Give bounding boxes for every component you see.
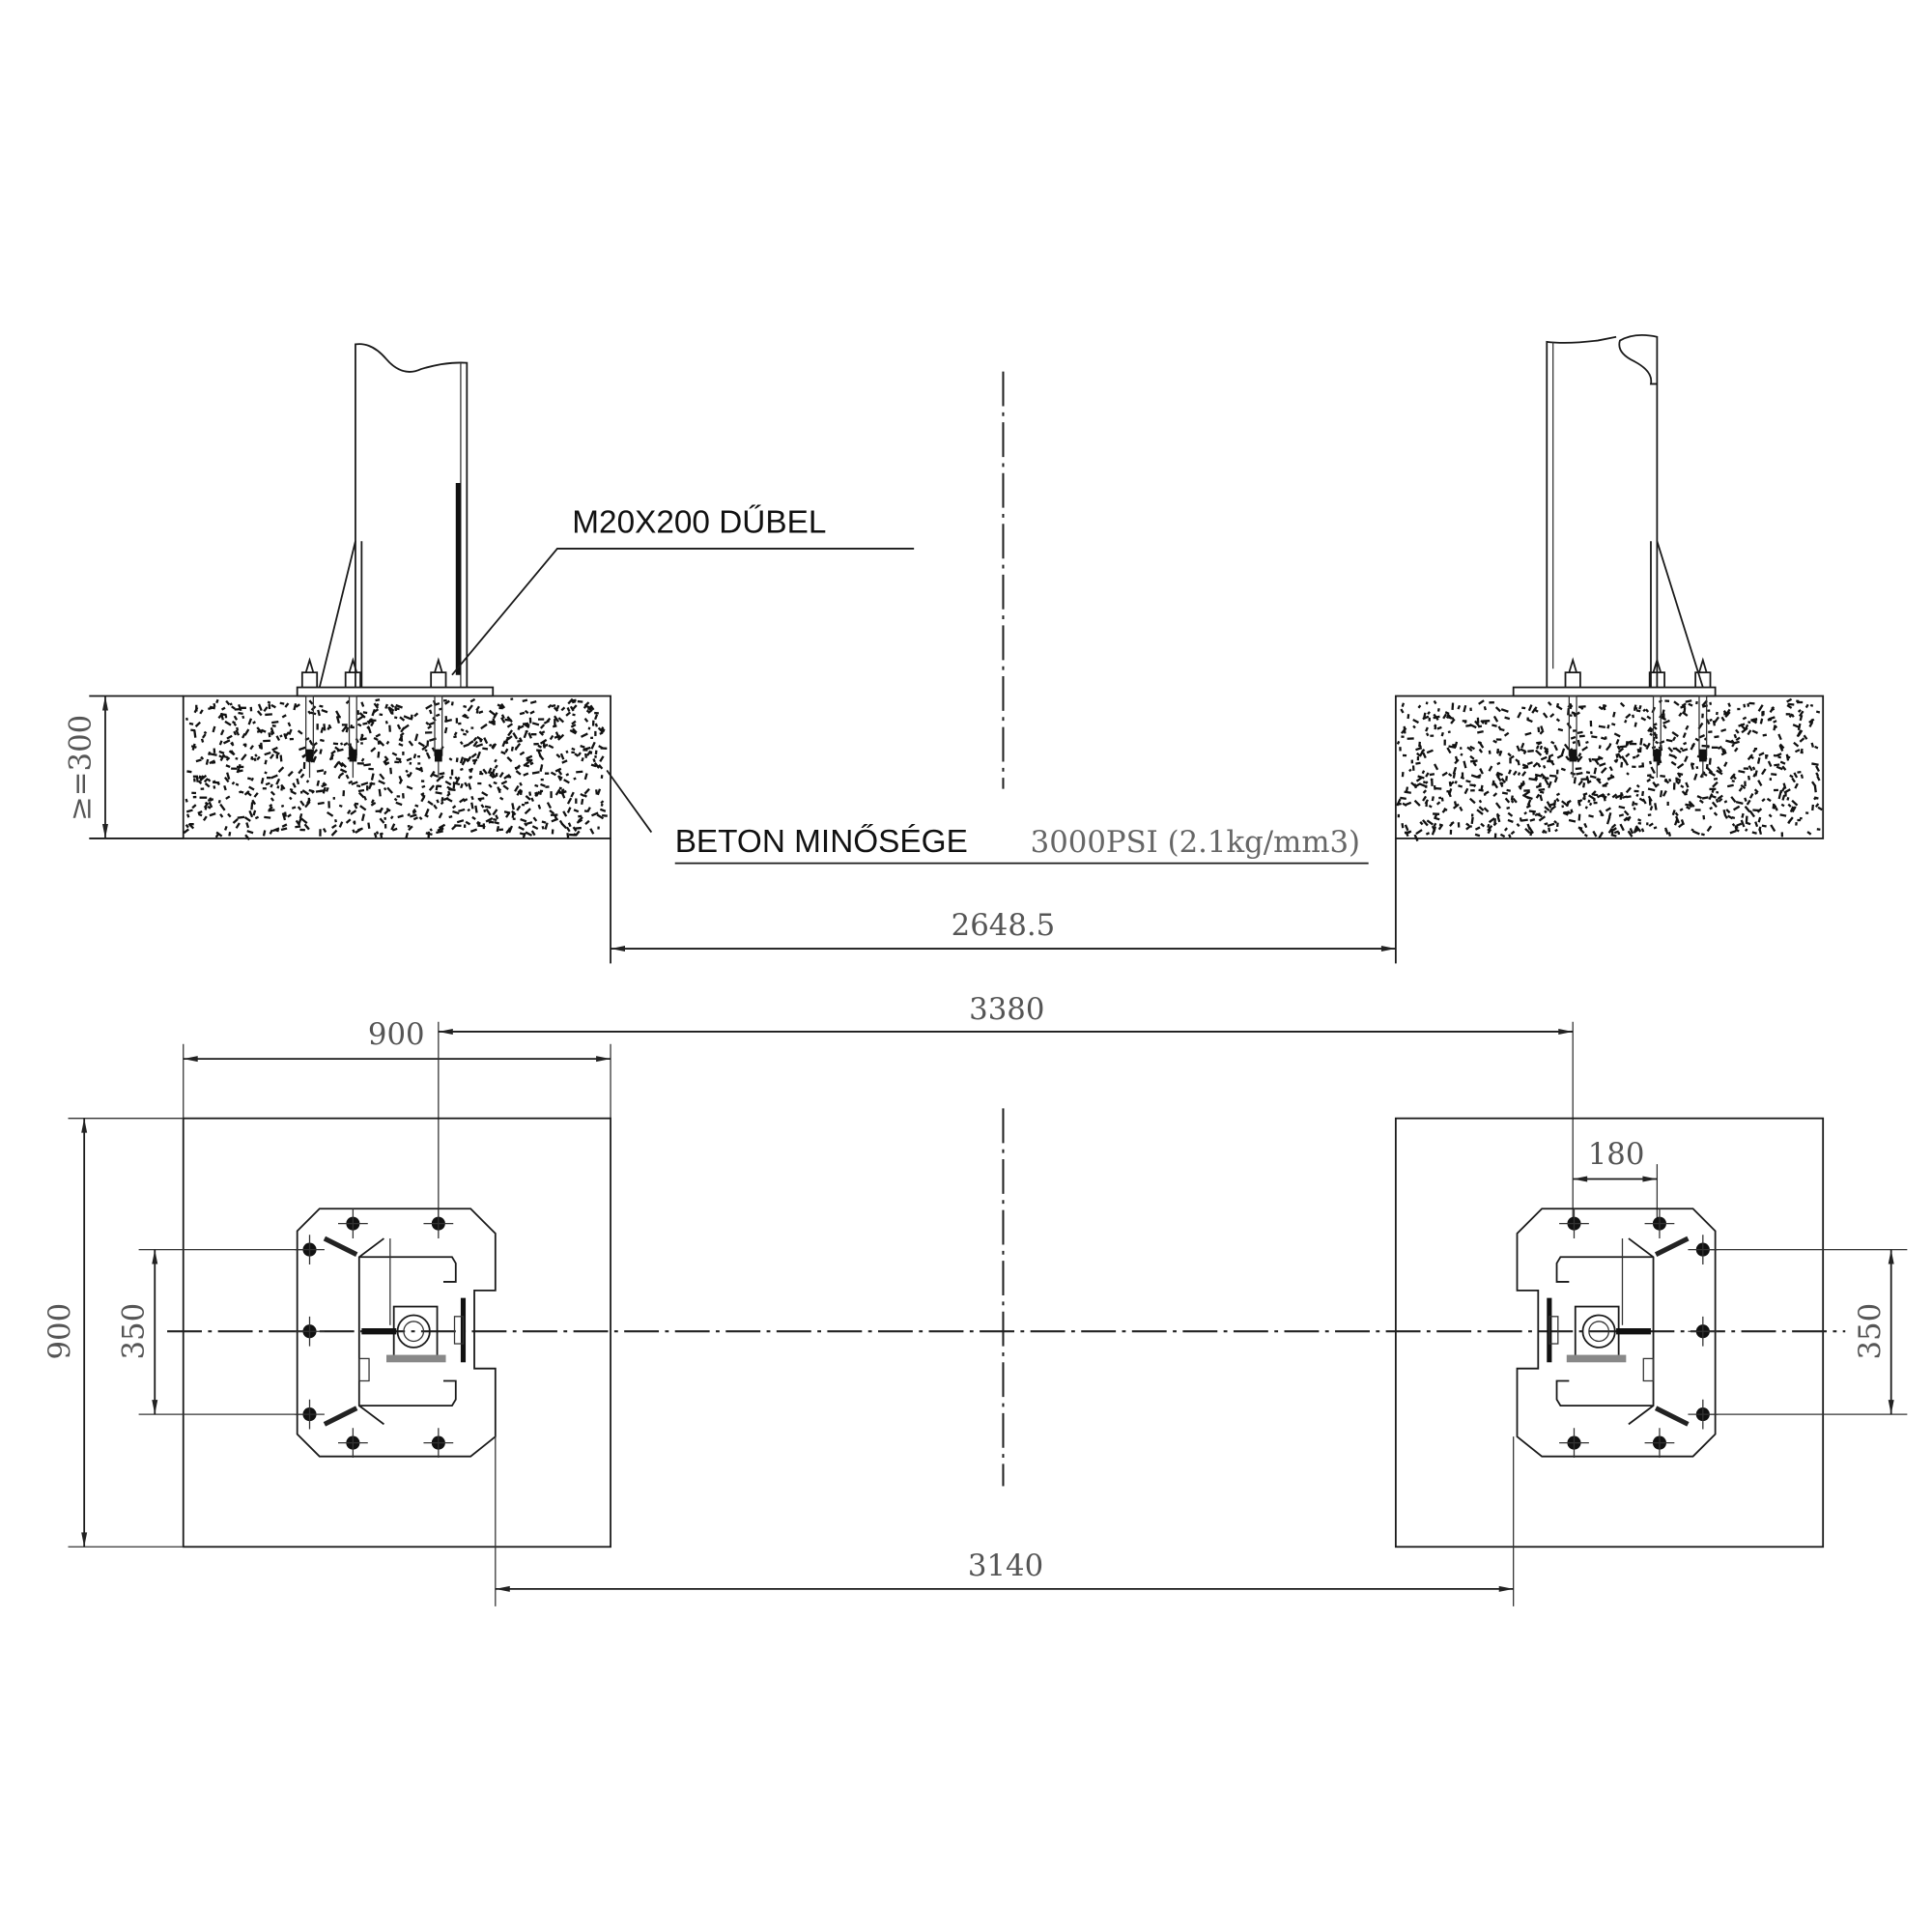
concrete-block-right: [1394, 695, 1825, 842]
elevation-view: ≥=300 M20X200 DŰBEL BETON MINŐSÉGE 3000P…: [64, 333, 1825, 964]
slab-depth-label: 900: [43, 1303, 77, 1360]
bolt-spacing-right-label: 350: [1853, 1303, 1888, 1360]
anchor-bolt-hole: [1688, 1235, 1719, 1264]
slab-left: [182, 1117, 611, 1548]
anchor-bolt-hole: [295, 1399, 325, 1430]
anchor-bolt: [344, 657, 361, 779]
anchor-bolt: [1564, 657, 1581, 779]
slab-width-label: 900: [368, 1017, 425, 1052]
base-plate-plan-left: [295, 1208, 497, 1458]
anchor-bolt-hole: [1644, 1208, 1675, 1239]
anchor-bolt-hole: [1559, 1428, 1589, 1458]
anchor-bolt-hole: [1644, 1428, 1675, 1458]
anchor-bolt-hole: [338, 1428, 368, 1458]
anchor-bolt-hole: [295, 1235, 325, 1264]
concrete-spec: 3000PSI (2.1kg/mm3): [1031, 825, 1360, 860]
plan-view: 900 3380 900 350 350 180 3140: [43, 992, 1908, 1606]
anchor-leader: [451, 548, 915, 676]
anchor-bolt: [430, 657, 447, 779]
base-plate-plan-right: [1516, 1208, 1719, 1458]
anchor-bolt: [300, 657, 319, 779]
anchor-bolt-hole: [1688, 1399, 1719, 1430]
column-right: [1512, 333, 1717, 697]
concrete-leader: [606, 769, 653, 834]
anchor-bolt-hole: [423, 1428, 454, 1458]
anchor-bolt-hole: [1559, 1208, 1589, 1239]
plate-gap-label: 3140: [968, 1548, 1043, 1583]
column-spacing-label: 3380: [969, 992, 1044, 1027]
slab-right: [1394, 1117, 1825, 1548]
anchor-bolt: [1694, 657, 1712, 779]
gap-dimension-label: 2648.5: [952, 908, 1056, 943]
anchor-bolt-hole: [338, 1208, 368, 1239]
anchor-bolt-hole: [295, 1316, 325, 1347]
concrete-label: BETON MINŐSÉGE: [675, 823, 968, 860]
depth-dimension-label: ≥=300: [64, 715, 99, 821]
anchor-label: M20X200 DŰBEL: [572, 503, 826, 540]
column-left: [296, 343, 495, 697]
bolt-spacing-left-label: 350: [117, 1303, 152, 1360]
gusset-left: [318, 541, 363, 688]
anchor-bolt-hole: [1688, 1316, 1719, 1347]
anchor-bolt: [1648, 657, 1665, 779]
concrete-block-left: [182, 695, 611, 840]
base-plate-left: [296, 686, 495, 697]
bolt-offset-label: 180: [1588, 1137, 1645, 1172]
anchor-bolt-hole: [423, 1208, 454, 1239]
